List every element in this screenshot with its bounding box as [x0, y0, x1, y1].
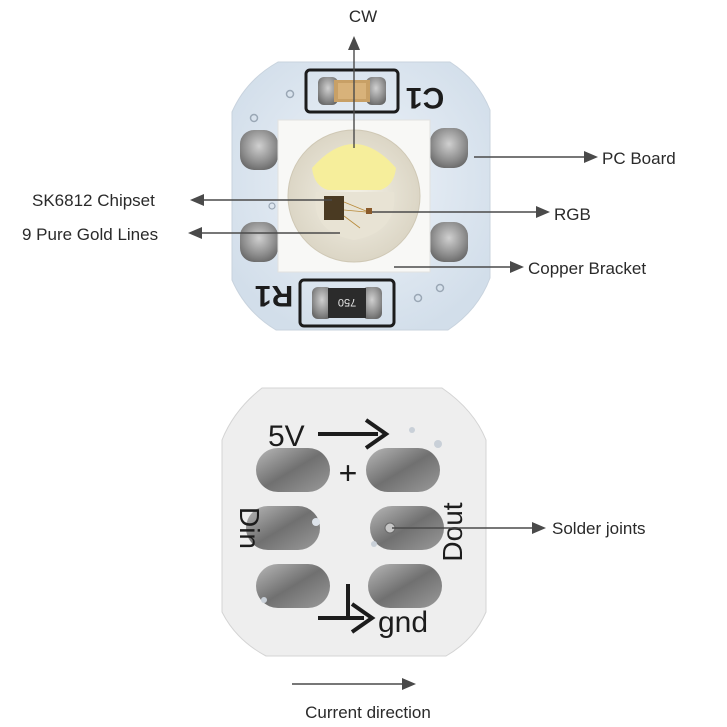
capacitor-c1: [304, 68, 400, 114]
silk-c1: C1: [406, 81, 444, 114]
silk-din: Din: [234, 507, 265, 549]
label-solder-joints: Solder joints: [552, 519, 646, 538]
cw-phosphor: [312, 144, 396, 190]
lead-right-top: [430, 128, 468, 168]
lead-right-bottom: [430, 222, 468, 262]
silk-5v: 5V: [268, 420, 305, 453]
led-back-view: 5V + Din Dout gnd: [221, 387, 487, 657]
solder-pad-gnd: [368, 564, 442, 608]
solder-pad-din: [246, 506, 320, 550]
led-front-view: C1 750 R1: [231, 61, 491, 331]
lead-left-bottom: [240, 222, 278, 262]
solder-pad-5v: [256, 448, 330, 492]
label-rgb: RGB: [554, 205, 591, 224]
label-cw: CW: [349, 7, 377, 26]
annotations-bottom: Solder joints Current direction: [292, 519, 646, 722]
label-gold-lines: 9 Pure Gold Lines: [22, 225, 158, 244]
resistor-code: 750: [338, 296, 356, 308]
rgb-chip: [366, 208, 372, 214]
label-current-direction: Current direction: [305, 703, 431, 722]
solder-pad-5v-right: [366, 448, 440, 492]
label-pc-board: PC Board: [602, 149, 676, 168]
silk-plus: +: [339, 455, 358, 491]
lead-left-top: [240, 130, 278, 170]
silk-r1: R1: [255, 279, 293, 312]
annotations-top: CW PC Board SK6812 Chipset RGB 9 Pure Go…: [22, 7, 676, 278]
silk-gnd: gnd: [378, 606, 428, 639]
resistor-r1: 750: [298, 278, 396, 328]
label-copper-bracket: Copper Bracket: [528, 259, 646, 278]
silk-dout: Dout: [437, 502, 468, 561]
solder-pad-gnd-left: [256, 564, 330, 608]
label-chipset: SK6812 Chipset: [32, 191, 155, 210]
sk6812-chip: [324, 196, 344, 220]
